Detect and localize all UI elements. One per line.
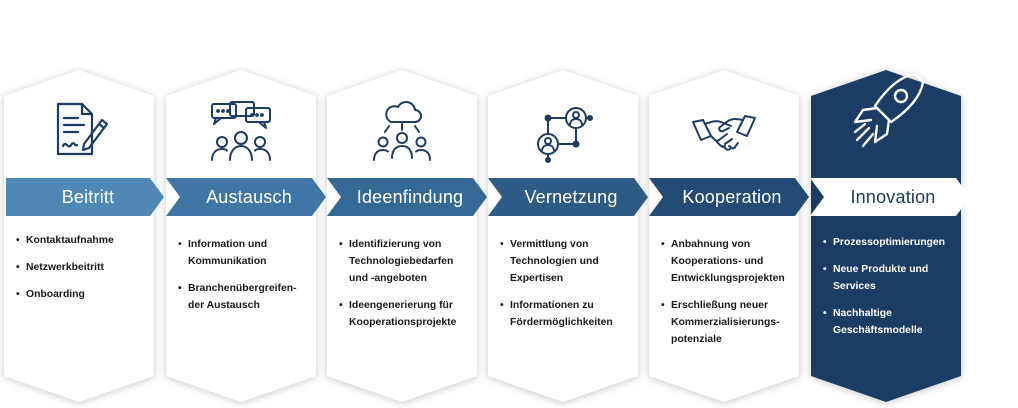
- stage-arrow-ideenfindung: Ideenfindung: [327, 178, 487, 216]
- bullet-item: Informationen zu Fördermöglichkeiten: [500, 297, 630, 331]
- stage-column-austausch: Information und Kommunikation Branchenüb…: [166, 70, 316, 402]
- bullet-item: Information und Kommunikation: [178, 236, 308, 270]
- bullet-item: Neue Produkte und Services: [823, 261, 953, 295]
- stage-column-vernetzung: Vermittlung von Technologien und Experti…: [488, 70, 638, 402]
- bullet-item: Erschließung neuer Kommerzialisierungs-p…: [661, 297, 791, 348]
- bullet-item: Branchenübergreifen-der Austausch: [178, 280, 308, 314]
- stage-label: Vernetzung: [524, 186, 618, 207]
- stage-label: Innovation: [850, 186, 936, 207]
- bullet-item: Identifizierung von Technologiebedarfen …: [339, 236, 469, 287]
- document-signature-icon: [44, 98, 114, 168]
- bullet-item: Ideengenerierung für Kooperationsprojekt…: [339, 297, 469, 331]
- cloud-team-icon: [367, 98, 437, 168]
- stage-column-innovation: Prozessoptimierungen Neue Produkte und S…: [811, 70, 961, 402]
- stage-label: Austausch: [206, 186, 292, 207]
- stage-arrow-innovation: Innovation: [810, 178, 970, 216]
- stage-column-ideenfindung: Identifizierung von Technologiebedarfen …: [327, 70, 477, 402]
- bullet-item: Anbahnung von Kooperations- und Entwickl…: [661, 236, 791, 287]
- stage-label: Kooperation: [682, 186, 782, 207]
- bullet-item: Kontaktaufnahme: [16, 232, 146, 249]
- stage-arrow-vernetzung: Vernetzung: [488, 178, 648, 216]
- stage-arrow-kooperation: Kooperation: [649, 178, 809, 216]
- bullet-item: Vermittlung von Technologien und Experti…: [500, 236, 630, 287]
- handshake-icon: [689, 98, 759, 168]
- bullet-item: Netzwerkbeitritt: [16, 259, 146, 276]
- stage-arrow-beitritt: Beitritt: [6, 178, 164, 216]
- rocket-icon: [843, 70, 929, 166]
- group-chat-icon: [206, 98, 276, 168]
- stage-arrow-austausch: Austausch: [166, 178, 326, 216]
- bullet-item: Nachhaltige Geschäftsmodelle: [823, 305, 953, 339]
- network-people-icon: [528, 98, 598, 168]
- stage-label: Beitritt: [61, 186, 115, 207]
- bullet-item: Prozessoptimierungen: [823, 234, 953, 251]
- stage-column-beitritt: Kontaktaufnahme Netzwerkbeitritt Onboard…: [4, 70, 154, 402]
- bullet-item: Onboarding: [16, 286, 146, 303]
- stage-column-kooperation: Anbahnung von Kooperations- und Entwickl…: [649, 70, 799, 402]
- stage-label: Ideenfindung: [356, 186, 464, 207]
